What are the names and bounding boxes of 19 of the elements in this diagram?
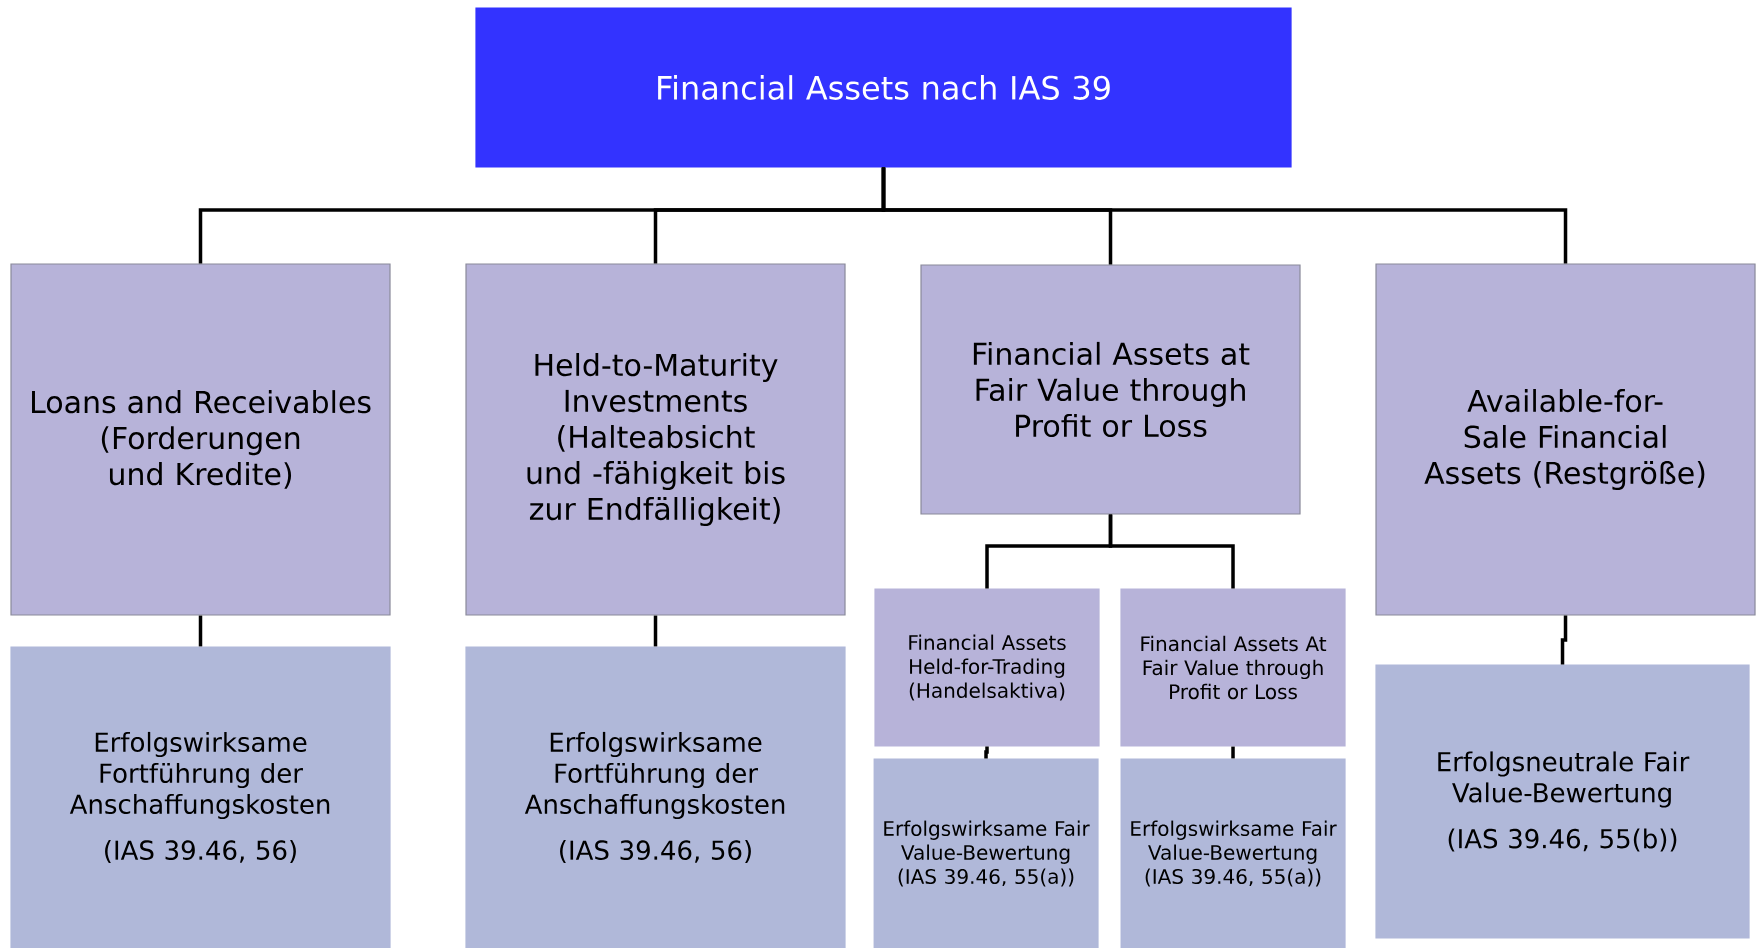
subcategory-box: Financial Assets At Fair Value through Profit or Loss: [1120, 588, 1346, 747]
category-box: Available-for-Sale Financial Assets (Restgröße): [1375, 263, 1756, 616]
measurement-box: Erfolgswirksame Fortführung der Anschaffungskosten (IAS 39.46, 56): [465, 646, 846, 948]
heading-box: Financial Assets nach IAS 39: [475, 7, 1292, 168]
category-box: Loans and Receivables (Forderungen und Kredite): [10, 263, 391, 616]
connector-line: [653, 615, 658, 647]
connector-line: [1108, 514, 1235, 589]
measurement-box: Erfolgswirksame Fortführung der Anschaffungskosten (IAS 39.46, 56): [10, 646, 391, 948]
connector-line: [1231, 746, 1235, 759]
connector-line: [1560, 615, 1568, 665]
category-box: Financial Assets at Fair Value through Profit or Loss: [920, 264, 1301, 515]
connector-line: [198, 615, 203, 647]
measurement-box: Erfolgswirksame Fair Value-Bewertung (IAS 39.46, 55(a)): [873, 758, 1099, 948]
category-box: Held-to-Maturity Investments (Halteabsicht und -fähigkeit bis zur Endfälligkeit): [465, 263, 846, 616]
connector-line: [984, 746, 989, 759]
subcategory-box: Financial Assets Held-for-Trading (Handelsaktiva): [874, 588, 1100, 747]
measurement-box: Erfolgsneutrale Fair Value-Bewertung (IAS 39.46, 55(b)): [1375, 664, 1750, 939]
measurement-box: Erfolgswirksame Fair Value-Bewertung (IAS 39.46, 55(a)): [1120, 758, 1346, 948]
connector-line: [881, 167, 1568, 264]
